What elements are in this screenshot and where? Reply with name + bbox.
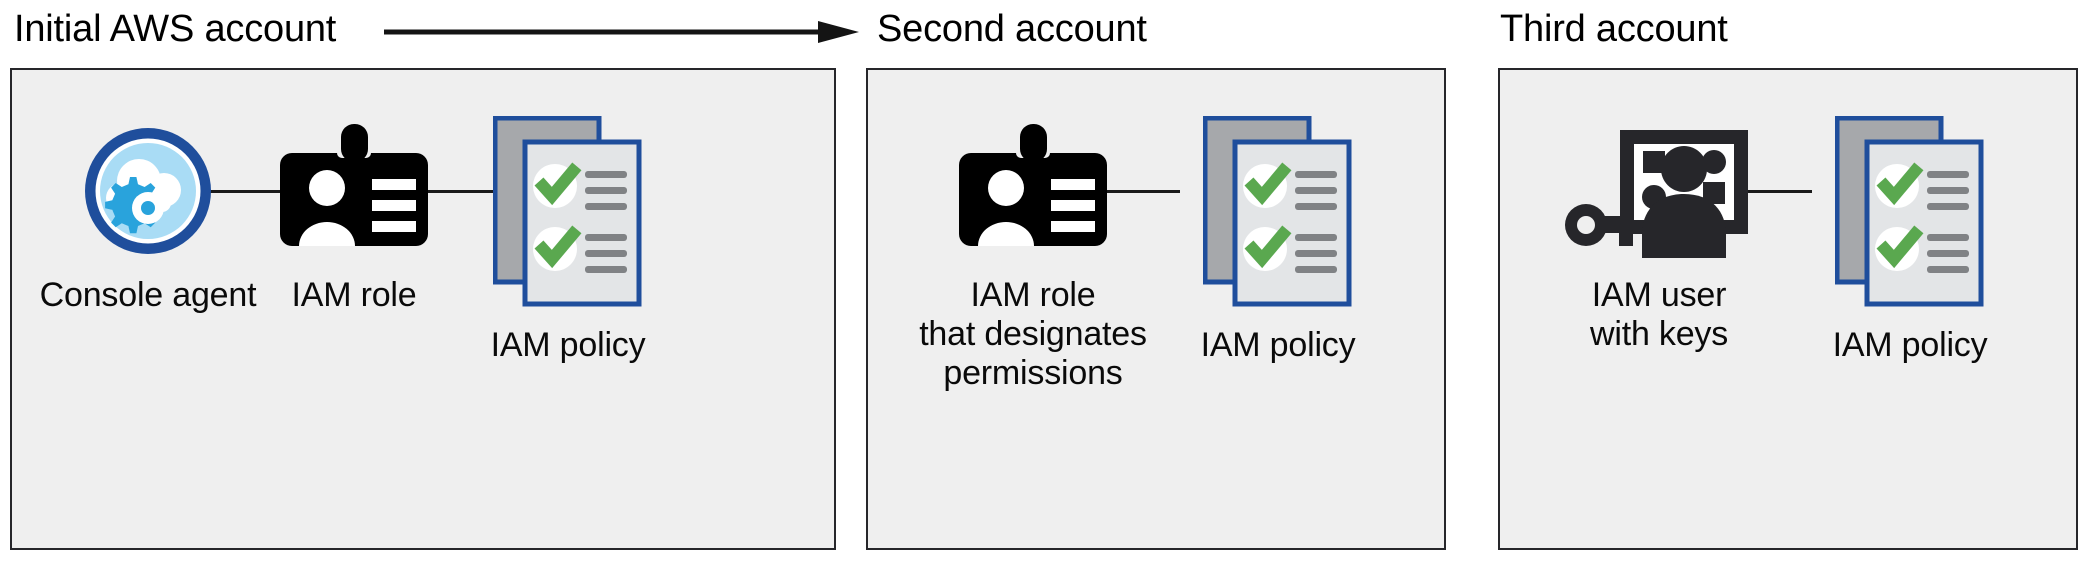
node-label-console-agent: Console agent (39, 276, 257, 314)
policy-documents-icon (1203, 116, 1352, 307)
node-iam-policy-third: IAM policy (1810, 116, 2010, 365)
connector-user-to-policy (1712, 190, 1812, 193)
node-label-iam-policy-second: IAM policy (1200, 326, 1356, 364)
key-glyph (1565, 204, 1634, 246)
id-badge-icon (959, 124, 1107, 246)
node-label-iam-role: IAM role (291, 276, 417, 314)
node-iam-user-with-keys: IAM user with keys (1534, 124, 1784, 354)
cloud-gear-circle-icon (85, 128, 211, 254)
node-iam-role: IAM role (264, 124, 444, 315)
policy-documents-icon (1835, 116, 1984, 307)
connector-role-to-policy-second (1084, 190, 1180, 193)
id-badge-icon (280, 124, 428, 246)
account-panel-initial: Console agent IAM role (10, 68, 836, 550)
node-iam-policy-second: IAM policy (1178, 116, 1378, 365)
account-title-third: Third account (1500, 8, 1728, 50)
node-label-iam-policy: IAM policy (490, 326, 646, 364)
account-title-second: Second account (877, 8, 1147, 50)
connector-console-to-role (200, 190, 282, 193)
node-label-iam-user-with-keys: IAM user with keys (1589, 276, 1729, 353)
policy-documents-icon (493, 116, 642, 307)
node-console-agent: Console agent (28, 124, 268, 315)
account-panel-third: IAM user with keys (1498, 68, 2078, 550)
account-panel-second: IAM role that designates permissions (866, 68, 1446, 550)
node-label-iam-role-designates: IAM role that designates permissions (919, 276, 1147, 392)
node-iam-policy: IAM policy (468, 116, 668, 365)
node-label-iam-policy-third: IAM policy (1832, 326, 1988, 364)
account-title-initial: Initial AWS account (14, 8, 337, 50)
node-iam-role-designates: IAM role that designates permissions (908, 124, 1158, 392)
flow-arrow-initial-to-second (384, 21, 859, 43)
user-screen-key-icon (1565, 130, 1748, 258)
